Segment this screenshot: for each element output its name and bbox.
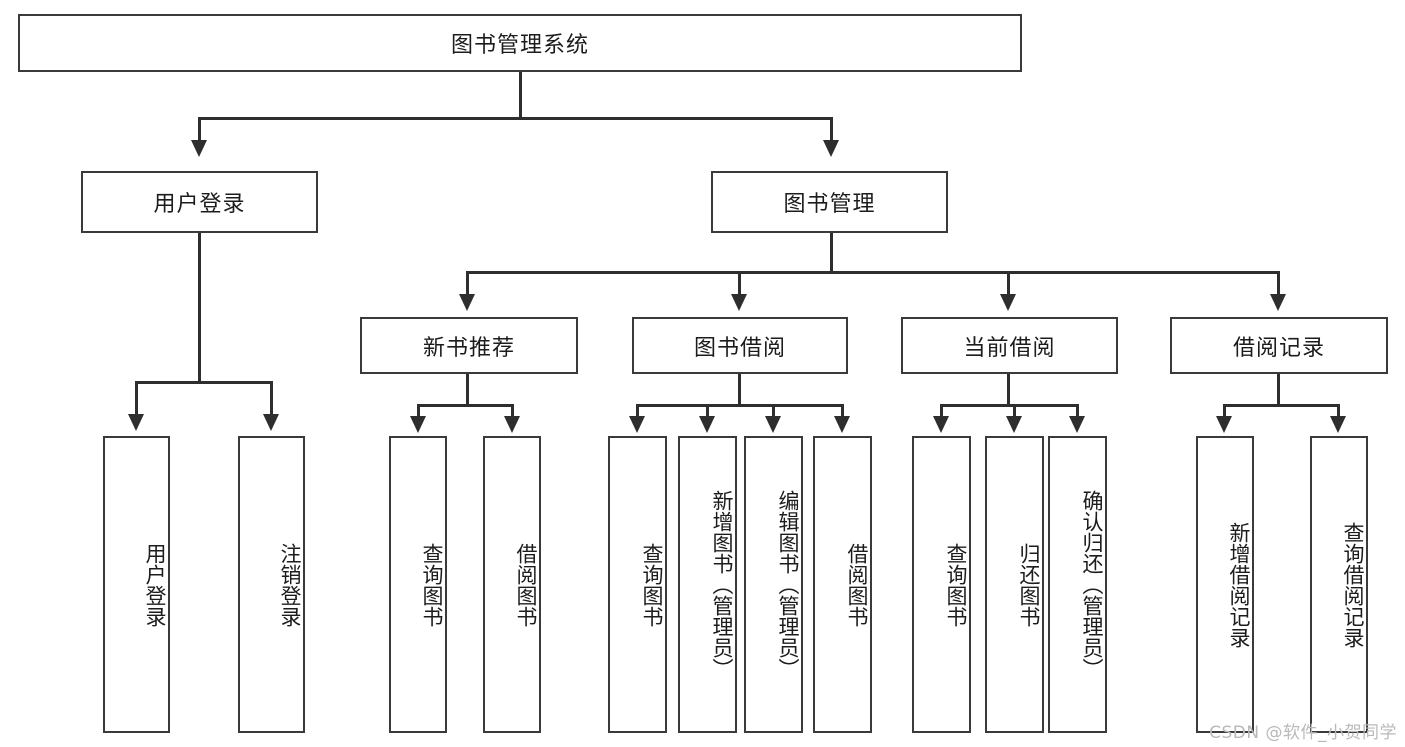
node-label: 查询图书 [420, 542, 444, 627]
arrowhead-bookborrow-leaf-2 [765, 416, 781, 433]
node-label: 新书推荐 [422, 335, 515, 361]
watermark-text: CSDN @软件_小贺同学 [1209, 723, 1397, 743]
leaf-query-book-current[interactable]: 查询图书 [912, 436, 971, 733]
edge-bm-to-records [1277, 271, 1280, 299]
node-label: 图书管理系统 [450, 33, 589, 58]
edge-currentborrow-to-leaf-0 [940, 404, 943, 420]
edge-bookborrow-to-leaf-0 [636, 404, 639, 420]
node-label: 查询借阅记录 [1341, 521, 1365, 648]
edge-bookborrow-bus [636, 404, 843, 407]
arrowhead-root-to-book-manage [823, 140, 839, 157]
node-user-login[interactable]: 用户登录 [81, 171, 318, 233]
edge-currentborrow-to-leaf-2 [1076, 404, 1079, 420]
arrowhead-bookborrow-leaf-0 [629, 416, 645, 433]
leaf-return-book[interactable]: 归还图书 [985, 436, 1044, 733]
edge-user-login-bus [135, 381, 272, 384]
edge-book-manage-stem [830, 233, 833, 271]
edge-root-stem [519, 72, 522, 117]
arrowhead-bookborrow-leaf-3 [834, 416, 850, 433]
edge-bookborrow-to-leaf-3 [841, 404, 844, 420]
node-label: 归还图书 [1017, 542, 1041, 627]
leaf-query-book-newbook[interactable]: 查询图书 [389, 436, 447, 733]
edge-book-manage-bus [466, 271, 1279, 274]
arrowhead-records-leaf-1 [1330, 416, 1346, 433]
edge-user-login-to-leaf-1 [270, 381, 273, 419]
leaf-query-book-borrow[interactable]: 查询图书 [608, 436, 667, 733]
edge-newbook-to-leaf-0 [417, 404, 420, 420]
arrowhead-newbook-leaf-0 [410, 416, 426, 433]
arrowhead-bm-borrow [731, 294, 747, 311]
node-new-book-recommend[interactable]: 新书推荐 [360, 317, 578, 374]
edge-newbook-bus [417, 404, 513, 407]
node-label: 确认归还（管理员） [1080, 490, 1104, 679]
edge-newbook-stem [466, 374, 469, 404]
node-label: 注销登录 [278, 542, 302, 627]
edge-user-login-to-leaf-0 [135, 381, 138, 419]
edge-records-stem [1277, 374, 1280, 404]
node-label: 用户登录 [153, 192, 246, 217]
node-root-system[interactable]: 图书管理系统 [18, 14, 1022, 72]
edge-records-to-leaf-0 [1223, 404, 1226, 420]
arrowhead-bookborrow-leaf-1 [699, 416, 715, 433]
node-label: 查询图书 [640, 542, 664, 627]
arrowhead-bm-new-book [459, 294, 475, 311]
edge-root-to-book-manage [830, 117, 833, 145]
node-label: 新增借阅记录 [1227, 521, 1251, 648]
node-book-borrow[interactable]: 图书借阅 [632, 317, 848, 374]
arrowhead-records-leaf-0 [1216, 416, 1232, 433]
edge-currentborrow-bus [940, 404, 1077, 407]
node-label: 借阅图书 [845, 542, 869, 627]
leaf-borrow-book-newbook[interactable]: 借阅图书 [483, 436, 541, 733]
edge-records-to-leaf-1 [1337, 404, 1340, 420]
node-label: 新增图书（管理员） [710, 490, 734, 679]
arrowhead-bm-records [1270, 294, 1286, 311]
node-label: 编辑图书（管理员） [776, 490, 800, 679]
edge-currentborrow-to-leaf-1 [1013, 404, 1016, 420]
node-label: 图书借阅 [693, 335, 786, 361]
arrowhead-newbook-leaf-1 [504, 416, 520, 433]
edge-records-bus [1223, 404, 1338, 407]
node-label: 查询图书 [944, 542, 968, 627]
leaf-confirm-return-admin[interactable]: 确认归还（管理员） [1048, 436, 1107, 733]
edge-bookborrow-to-leaf-2 [772, 404, 775, 420]
arrowhead-user-login-leaf-1 [263, 414, 279, 431]
arrowhead-bm-current [1000, 294, 1016, 311]
node-current-borrow[interactable]: 当前借阅 [901, 317, 1118, 374]
edge-bookborrow-stem [738, 374, 741, 404]
node-label: 用户登录 [143, 542, 167, 627]
leaf-add-book-admin[interactable]: 新增图书（管理员） [678, 436, 737, 733]
edge-user-login-stem [198, 233, 201, 381]
edge-currentborrow-stem [1007, 374, 1010, 404]
node-label: 借阅图书 [514, 542, 538, 627]
arrowhead-currentborrow-leaf-0 [933, 416, 949, 433]
node-label: 借阅记录 [1232, 335, 1325, 361]
arrowhead-user-login-leaf-0 [128, 414, 144, 431]
leaf-logout[interactable]: 注销登录 [238, 436, 305, 733]
node-borrow-records[interactable]: 借阅记录 [1170, 317, 1388, 374]
leaf-query-borrow-record[interactable]: 查询借阅记录 [1310, 436, 1368, 733]
arrowhead-currentborrow-leaf-1 [1006, 416, 1022, 433]
leaf-borrow-book[interactable]: 借阅图书 [813, 436, 872, 733]
edge-bm-to-current [1007, 271, 1010, 299]
edge-bm-to-borrow [738, 271, 741, 299]
leaf-add-borrow-record[interactable]: 新增借阅记录 [1196, 436, 1254, 733]
edge-bm-to-new-book [466, 271, 469, 299]
arrowhead-root-to-user-login [191, 140, 207, 157]
node-book-manage[interactable]: 图书管理 [711, 171, 948, 233]
node-label: 当前借阅 [963, 335, 1056, 361]
leaf-user-login[interactable]: 用户登录 [103, 436, 170, 733]
edge-root-to-user-login [198, 117, 201, 145]
leaf-edit-book-admin[interactable]: 编辑图书（管理员） [744, 436, 803, 733]
node-label: 图书管理 [783, 192, 876, 217]
edge-newbook-to-leaf-1 [511, 404, 514, 420]
arrowhead-currentborrow-leaf-2 [1069, 416, 1085, 433]
edge-bookborrow-to-leaf-1 [706, 404, 709, 420]
edge-root-bus [198, 117, 832, 120]
